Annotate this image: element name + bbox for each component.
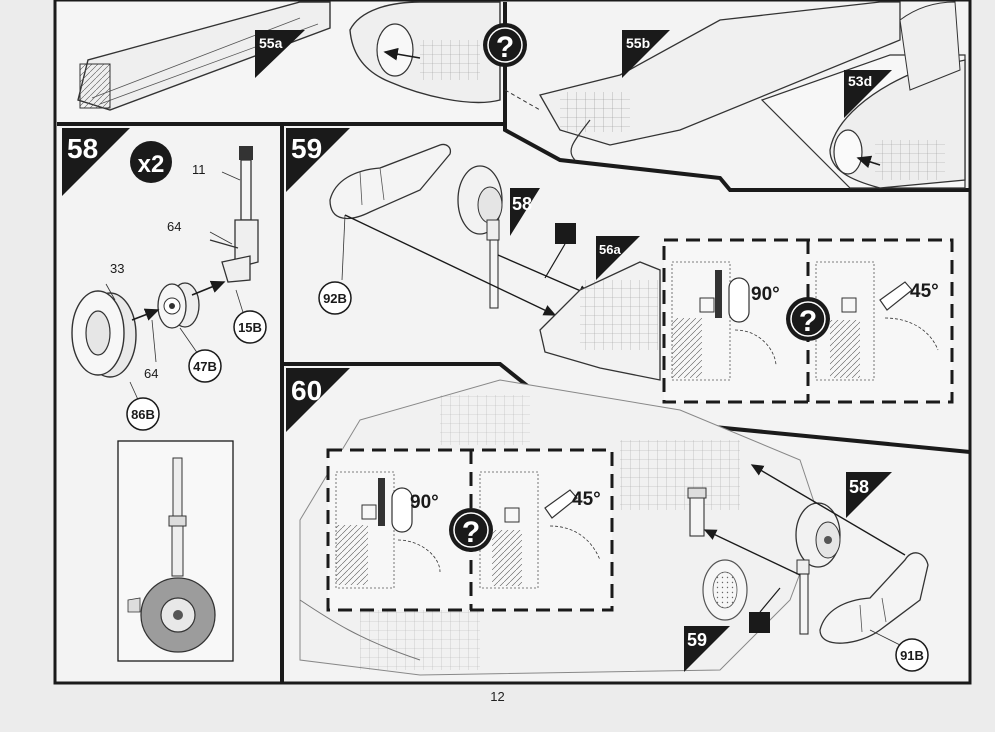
assembled-gear-inset	[117, 440, 234, 662]
callout-ref-58-a: 58	[510, 188, 540, 236]
panel-60: 60 90° 45°	[286, 368, 929, 676]
part-label-64-bottom: 64	[144, 366, 158, 381]
step-badge-59	[286, 128, 350, 192]
svg-text:59: 59	[687, 630, 707, 650]
detail-box-60: 90° 45° ?	[326, 448, 614, 612]
separator-top-right	[503, 2, 970, 192]
callout-55a: 55a	[255, 30, 305, 78]
svg-text:56a: 56a	[599, 242, 621, 257]
callout-ref-59: 59	[684, 626, 730, 672]
part-badge-92B: 92B	[318, 281, 352, 315]
wheel-hub	[157, 282, 200, 329]
svg-text:92B: 92B	[323, 291, 347, 306]
callout-56a: 56a	[596, 236, 640, 280]
question-icon: ?	[786, 297, 830, 341]
step-badge-60	[286, 368, 350, 432]
panel-55a-area	[57, 1, 505, 124]
svg-text:55a: 55a	[259, 35, 283, 51]
callout-53d: 53d	[844, 70, 892, 118]
svg-text:58: 58	[512, 194, 532, 214]
part-badge-86B: 86B	[126, 397, 160, 431]
question-icon: ?	[483, 23, 527, 67]
tire	[71, 283, 199, 405]
part-label-64-top: 64	[167, 219, 181, 234]
step-number-58: 58	[67, 133, 98, 164]
step-badge-58	[62, 128, 130, 196]
svg-text:55b: 55b	[626, 35, 650, 51]
panel-59: 59 92B 58 56a	[282, 122, 971, 454]
landing-gear-strut	[209, 146, 259, 323]
svg-text:47B: 47B	[193, 359, 217, 374]
svg-text:x2: x2	[138, 151, 165, 178]
angle-label-90-step59: 90°	[751, 284, 780, 305]
multiplier-badge: x2	[130, 141, 172, 183]
angle-label-45-step59: 45°	[910, 281, 939, 302]
svg-text:?: ?	[496, 31, 514, 64]
step-number-60: 60	[291, 375, 322, 406]
part-label-11: 11	[192, 162, 206, 177]
step-number-59: 59	[291, 133, 322, 164]
angle-label-90-step60: 90°	[410, 492, 439, 513]
part-label-33: 33	[110, 261, 124, 276]
svg-text:?: ?	[462, 516, 480, 549]
svg-text:86B: 86B	[131, 407, 155, 422]
page-number: 12	[490, 689, 505, 704]
svg-text:58: 58	[849, 477, 869, 497]
panel-55b-area	[504, 1, 966, 189]
svg-text:53d: 53d	[848, 73, 872, 89]
svg-text:15B: 15B	[238, 320, 262, 335]
svg-text:91B: 91B	[900, 648, 924, 663]
part-badge-91B: 91B	[895, 638, 929, 672]
part-badge-15B: 15B	[233, 310, 267, 344]
detail-box-59: 90° 45° ?	[662, 238, 954, 404]
angle-label-45-step60: 45°	[572, 489, 601, 510]
callout-55b: 55b	[622, 30, 670, 78]
panel-58: 58 x2	[62, 124, 284, 683]
svg-text:?: ?	[799, 305, 817, 338]
part-badge-47B: 47B	[188, 349, 222, 383]
question-icon: ?	[449, 508, 493, 552]
callout-ref-58-b: 58	[846, 472, 892, 518]
